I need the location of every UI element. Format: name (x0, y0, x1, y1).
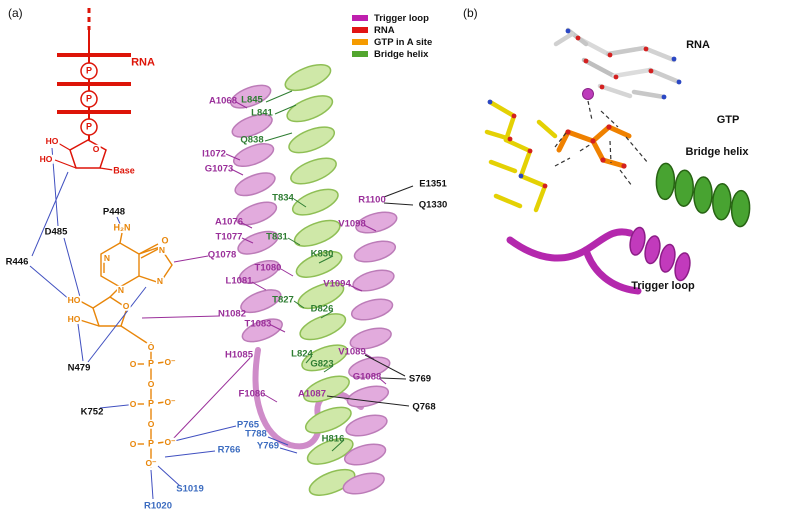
helix-turn (299, 313, 347, 341)
panel-a-letter: (a) (8, 6, 23, 20)
trigger-loop-tube-3d (506, 228, 642, 295)
legend-swatch-gtp (352, 39, 368, 45)
helix-turn (353, 240, 397, 263)
helix-turn (303, 375, 350, 403)
helix-turn (232, 143, 275, 168)
panel-b-render (484, 27, 751, 295)
helix-turn (304, 406, 352, 434)
helix-turn (291, 188, 339, 216)
helix-turn (308, 468, 356, 496)
helix-turn (284, 64, 332, 92)
legend-item: Bridge helix (352, 48, 432, 60)
legend-swatch-trigger-loop (352, 15, 368, 21)
legend-label: Trigger loop (374, 12, 429, 24)
helix-turn (342, 472, 385, 495)
helix-turn (238, 259, 281, 284)
blue-connectors (29, 147, 298, 500)
helix-turn (659, 243, 676, 273)
helix-turn (306, 437, 354, 465)
legend-label: GTP in A site (374, 36, 433, 48)
helix-turn (301, 344, 349, 372)
bridge-connectors (264, 90, 345, 452)
helix-turn (237, 230, 279, 255)
helix-turn (290, 157, 337, 185)
side-chain-sticks-3d (484, 99, 558, 213)
helix-turn (644, 235, 661, 265)
legend-label: RNA (374, 24, 395, 36)
helix-turn (240, 289, 282, 314)
connector-lines (29, 90, 414, 500)
helix-turn (235, 201, 278, 226)
hydrogen-bonds-3d (554, 100, 649, 187)
helix-turn (693, 176, 713, 214)
helix-turn (234, 172, 276, 197)
helix-turn (655, 162, 676, 201)
helix-turn (712, 183, 732, 221)
helix-turn (286, 95, 334, 123)
legend-label: Bridge helix (374, 48, 429, 60)
helix-turn (629, 226, 646, 256)
legend: Trigger loop RNA GTP in A site Bridge he… (352, 12, 432, 60)
helix-turn (346, 385, 390, 408)
helix-turn (355, 211, 398, 234)
legend-item: GTP in A site (352, 36, 432, 48)
helix-turn (674, 252, 691, 282)
legend-swatch-bridge-helix (352, 51, 368, 57)
helix-turn (674, 169, 694, 207)
helix-turn (231, 113, 273, 138)
legend-item: RNA (352, 24, 432, 36)
rna-sticks-3d (553, 27, 682, 100)
helix-turn (288, 126, 336, 154)
helix-turn (295, 250, 343, 278)
metal-ion-sphere (582, 88, 594, 100)
helix-turn (241, 318, 283, 343)
helix-turn (349, 327, 392, 350)
helix-turn (230, 84, 272, 109)
gtp-sticks-3d (556, 124, 632, 169)
helix-turn (343, 443, 387, 466)
trigger-connectors (141, 101, 387, 441)
helix-turn (350, 298, 394, 321)
helix-turn (345, 414, 388, 437)
panel-b-letter: (b) (463, 6, 478, 20)
helix-turn (730, 189, 751, 228)
legend-swatch-rna (352, 27, 368, 33)
helix-turn (352, 269, 395, 292)
black-connectors (326, 185, 414, 407)
legend-item: Trigger loop (352, 12, 432, 24)
